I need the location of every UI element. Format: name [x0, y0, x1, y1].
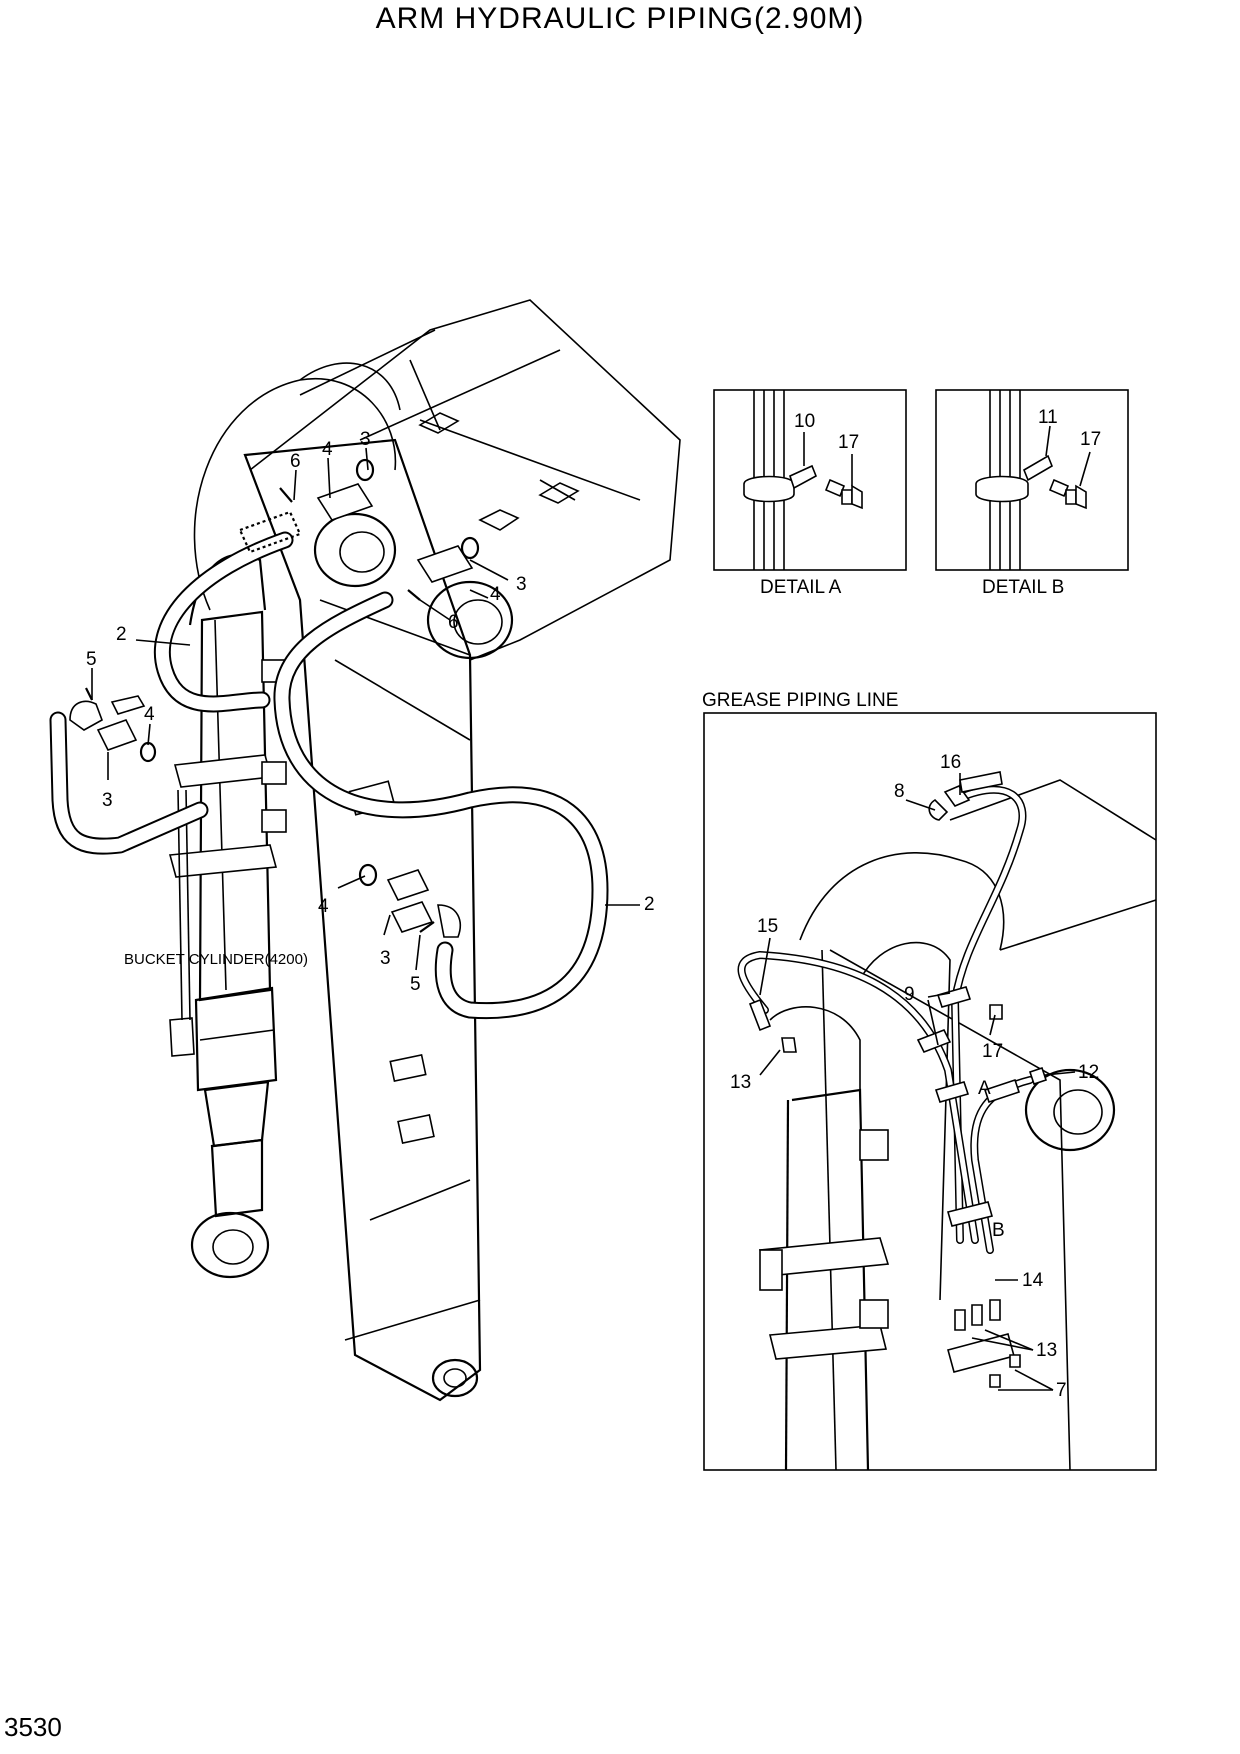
- callout-number: 12: [1078, 1062, 1099, 1083]
- callout-number: 13: [730, 1072, 751, 1093]
- grease-piping-caption: GREASE PIPING LINE: [702, 690, 898, 711]
- callout-number: 2: [644, 894, 655, 915]
- page-number: 3530: [4, 1712, 62, 1742]
- callout-number: 4: [322, 439, 333, 460]
- callout-number: 17: [838, 432, 859, 453]
- callout-number: 3: [380, 948, 391, 969]
- callout-number: 3: [102, 790, 113, 811]
- callout-number: 5: [86, 649, 97, 670]
- flange-fittings: [69, 458, 480, 938]
- callout-number: 3: [360, 429, 371, 450]
- callout-number: 4: [144, 704, 155, 725]
- callout-leaders: [91, 447, 640, 971]
- grease-piping-detail: GREASE PIPING LINE: [702, 690, 1157, 1471]
- callout-letter: A: [978, 1078, 991, 1099]
- detail-a: 10 17 DETAIL A: [713, 389, 907, 598]
- callout-number: 8: [894, 781, 905, 802]
- callout-number: 15: [757, 916, 778, 937]
- callout-number: 6: [448, 612, 459, 633]
- bucket-cylinder: [168, 553, 287, 1279]
- callout-letter: B: [992, 1220, 1005, 1241]
- callout-number: 13: [1036, 1340, 1057, 1361]
- callout-number: 14: [1022, 1270, 1044, 1291]
- main-callouts: 3 4 6 3 4 6 2 5 4 3 4 3 5 2: [86, 429, 655, 995]
- callout-number: 6: [290, 451, 301, 472]
- callout-number: 9: [904, 984, 915, 1005]
- callout-number: 11: [1038, 407, 1058, 428]
- callout-number: 3: [516, 574, 527, 595]
- callout-number: 2: [116, 624, 127, 645]
- page-title: ARM HYDRAULIC PIPING(2.90M): [375, 2, 865, 35]
- callout-number: 4: [318, 896, 329, 917]
- callout-number: 17: [982, 1041, 1003, 1062]
- callout-number: 10: [794, 411, 815, 432]
- hydraulic-hose-left: [49, 711, 209, 855]
- hydraulic-hose-upper: [153, 510, 302, 713]
- detail-b-caption: DETAIL B: [982, 577, 1064, 598]
- component-label: BUCKET CYLINDER(4200): [124, 951, 308, 968]
- hydraulic-hose-lower: [273, 591, 609, 1020]
- detail-b: 11 17 DETAIL B: [935, 389, 1129, 598]
- callout-number: 16: [940, 752, 961, 773]
- callout-number: 17: [1080, 429, 1101, 450]
- callout-number: 4: [490, 584, 501, 605]
- callout-number: 7: [1056, 1380, 1067, 1401]
- detail-a-caption: DETAIL A: [760, 577, 842, 598]
- callout-number: 5: [410, 974, 421, 995]
- arm-structure: [193, 299, 681, 1402]
